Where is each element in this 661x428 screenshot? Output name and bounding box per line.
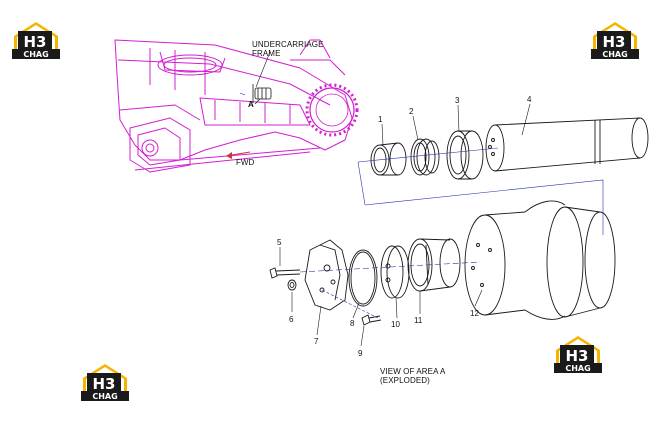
caption-line1: VIEW OF AREA A (380, 367, 446, 376)
frame-label-line2: FRAME (252, 49, 281, 58)
undercarriage-frame-drawing (114, 39, 353, 173)
caption-line2: (EXPLODED) (380, 376, 430, 385)
part-7-cover-plate (304, 239, 349, 311)
part-number-12: 12 (470, 309, 479, 318)
brand-logo-bottom-right: H3 CHAG (554, 336, 602, 373)
part-number-5: 5 (277, 238, 282, 247)
part-10-disc (380, 245, 410, 299)
part-6-washer (287, 279, 297, 291)
part-number-6: 6 (289, 315, 294, 324)
logo-big-text: H3 (93, 375, 116, 393)
brand-logo-bottom-left: H3 CHAG (81, 364, 129, 401)
frame-label-line1: UNDERCARRIAGE (252, 40, 324, 49)
part-number-8: 8 (350, 319, 355, 328)
part-number-7: 7 (314, 337, 319, 346)
fwd-arrow (225, 151, 251, 159)
alignment-lines (239, 92, 604, 319)
brand-logo-top-left: H3 CHAG (12, 22, 60, 59)
part-11-flanged-bushing (407, 238, 461, 292)
part-number-2: 2 (409, 107, 414, 116)
area-a-marker: A (248, 100, 254, 109)
logo-big-text: H3 (566, 347, 589, 365)
frame-sprocket-wheel (305, 83, 359, 137)
logo-small-text: CHAG (23, 50, 48, 59)
part-number-10: 10 (391, 320, 400, 329)
part-4-shaft (485, 117, 649, 172)
part-2-seal (410, 138, 440, 176)
part-3-bushing (446, 130, 484, 180)
part-number-1: 1 (378, 115, 383, 124)
part-number-9: 9 (358, 349, 363, 358)
parts-exploded (269, 117, 649, 326)
part-8-o-ring (348, 249, 378, 307)
part-number-3: 3 (455, 96, 460, 105)
logo-small-text: CHAG (92, 392, 117, 401)
logo-big-text: H3 (24, 33, 47, 51)
part-5-bolt (269, 267, 301, 279)
area-a-arrow (254, 98, 261, 105)
logo-big-text: H3 (603, 33, 626, 51)
fwd-label: FWD (236, 158, 254, 167)
leader-lines (255, 51, 531, 347)
brand-logo-top-right: H3 CHAG (591, 22, 639, 59)
part-12-roller-body (464, 200, 616, 320)
area-a-detail (252, 84, 272, 103)
part-number-4: 4 (527, 95, 532, 104)
part-9-screw (361, 314, 382, 326)
logo-small-text: CHAG (565, 364, 590, 373)
logo-small-text: CHAG (602, 50, 627, 59)
part-number-11: 11 (414, 316, 423, 325)
